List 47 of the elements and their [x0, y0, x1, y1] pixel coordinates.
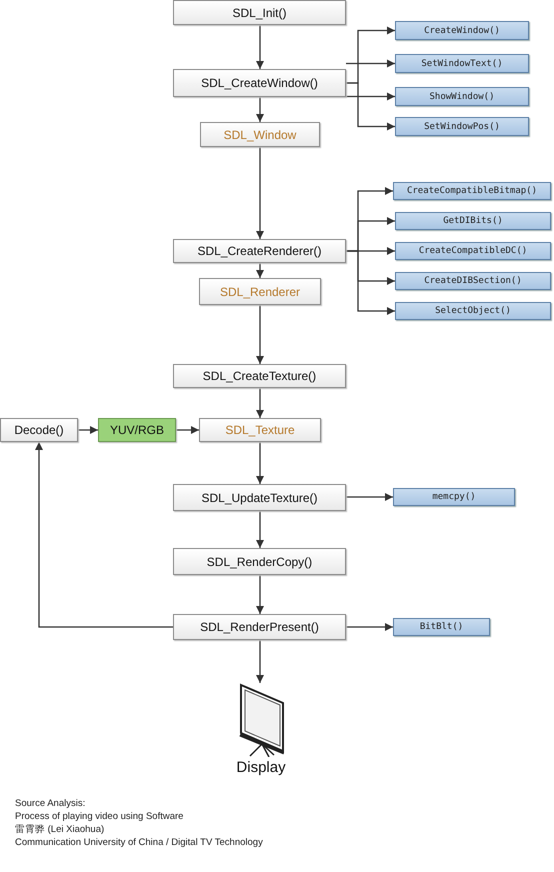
arrow	[346, 623, 393, 631]
api-box: GetDIBits()	[395, 212, 551, 230]
object-box: SDL_Window	[200, 122, 320, 147]
arrow	[346, 82, 395, 130]
api-box: BitBlt()	[393, 618, 490, 636]
arrow	[256, 97, 264, 122]
arrow	[346, 92, 395, 100]
arrow	[256, 263, 264, 278]
function-box: SDL_RenderCopy()	[173, 548, 346, 575]
api-box: SetWindowPos()	[395, 117, 529, 136]
arrow	[256, 25, 264, 69]
function-box: Decode()	[0, 418, 78, 442]
display-label: Display	[236, 759, 286, 776]
function-box: SDL_UpdateTexture()	[173, 484, 346, 511]
function-box: SDL_RenderPresent()	[173, 614, 346, 640]
arrow	[176, 426, 199, 434]
api-box: CreateDIBSection()	[395, 272, 551, 290]
object-box: SDL_Renderer	[199, 278, 321, 305]
arrow	[256, 575, 264, 614]
api-box: CreateCompatibleDC()	[395, 242, 551, 260]
arrow	[35, 442, 173, 628]
credit-text: 雷霄骅 (Lei Xiaohua)	[15, 823, 106, 836]
arrow	[256, 388, 264, 418]
credit-text: Process of playing video using Software	[15, 810, 184, 823]
arrow	[346, 493, 393, 501]
arrow	[256, 305, 264, 364]
api-box: CreateCompatibleBitmap()	[393, 182, 551, 200]
arrow	[78, 426, 98, 434]
function-box: SDL_CreateTexture()	[173, 364, 346, 388]
arrow	[346, 250, 395, 315]
api-box: SetWindowText()	[395, 54, 529, 73]
function-box: SDL_CreateRenderer()	[173, 239, 346, 263]
function-box: SDL_Init()	[173, 0, 346, 25]
data-box: YUV/RGB	[98, 418, 176, 442]
arrow	[256, 640, 264, 683]
api-box: ShowWindow()	[395, 87, 529, 106]
api-box: SelectObject()	[395, 302, 551, 320]
api-box: CreateWindow()	[395, 21, 529, 40]
credit-text: Source Analysis:	[15, 797, 86, 810]
function-box: SDL_CreateWindow()	[173, 69, 346, 97]
credit-text: Communication University of China / Digital TV Technology	[15, 836, 263, 849]
object-box: SDL_Texture	[199, 418, 321, 442]
arrow	[346, 60, 395, 68]
arrow	[256, 442, 264, 484]
arrow	[256, 147, 264, 239]
api-box: memcpy()	[393, 488, 515, 506]
arrow	[256, 511, 264, 548]
